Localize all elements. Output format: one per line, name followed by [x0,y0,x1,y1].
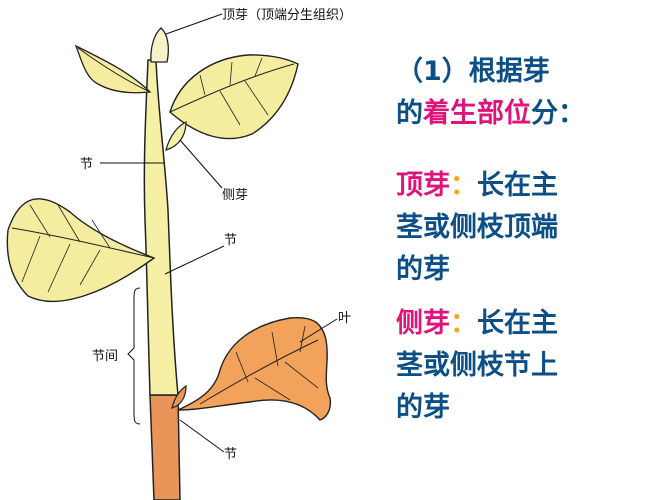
stem-lower [149,394,181,500]
lower-bud [171,384,187,409]
lateral-bud-term: 侧芽 [396,308,450,339]
leaf-top-left [74,44,152,94]
heading-position-term: 着生部位 [423,98,531,129]
lateral-bud-def-1: 长在主 [477,308,558,339]
lateral-bud [165,121,187,151]
terminal-bud-line-1: 顶芽：长在主 [396,168,656,204]
heading-line-2: 的着生部位分： [396,96,656,132]
heading-line-1: （1）根据芽 [396,56,550,87]
terminal-bud-def-1: 长在主 [477,170,558,201]
label-node-middle: 节 [224,233,237,248]
label-node-top: 节 [80,157,93,172]
label-lateral-bud: 侧芽 [222,188,248,203]
leader-node-middle [164,245,225,275]
terminal-bud-term: 顶芽 [396,170,450,201]
plant-diagram: 顶芽（顶端分生组织） 节 侧芽 节 节间 叶 节 [6,8,352,500]
terminal-bud-line-3: 的芽 [396,254,450,285]
lateral-bud-line-2: 茎或侧枝节上 [396,350,558,381]
internode-bracket [127,287,141,425]
leader-lateral-bud [179,139,223,189]
heading-de: 的 [396,98,423,129]
label-node-bottom: 节 [224,447,237,462]
leaf-top-right [169,54,299,140]
terminal-bud [150,27,169,63]
lateral-bud-line-1: 侧芽：长在主 [396,306,656,342]
label-leaf: 叶 [338,311,351,326]
leader-leaf [299,318,338,343]
label-internode: 节间 [92,349,118,364]
lateral-bud-line-3: 的芽 [396,392,450,423]
heading-fen: 分： [531,98,585,129]
lateral-bud-colon: ： [450,308,477,339]
leader-node-bottom [179,419,225,453]
terminal-bud-line-2: 茎或侧枝顶端 [396,212,558,243]
leaf-left-large [6,198,156,303]
label-terminal-bud: 顶芽（顶端分生组织） [222,8,352,23]
terminal-bud-colon: ： [450,170,477,201]
leaf-orange [177,316,332,421]
leader-terminal-bud [165,13,223,35]
